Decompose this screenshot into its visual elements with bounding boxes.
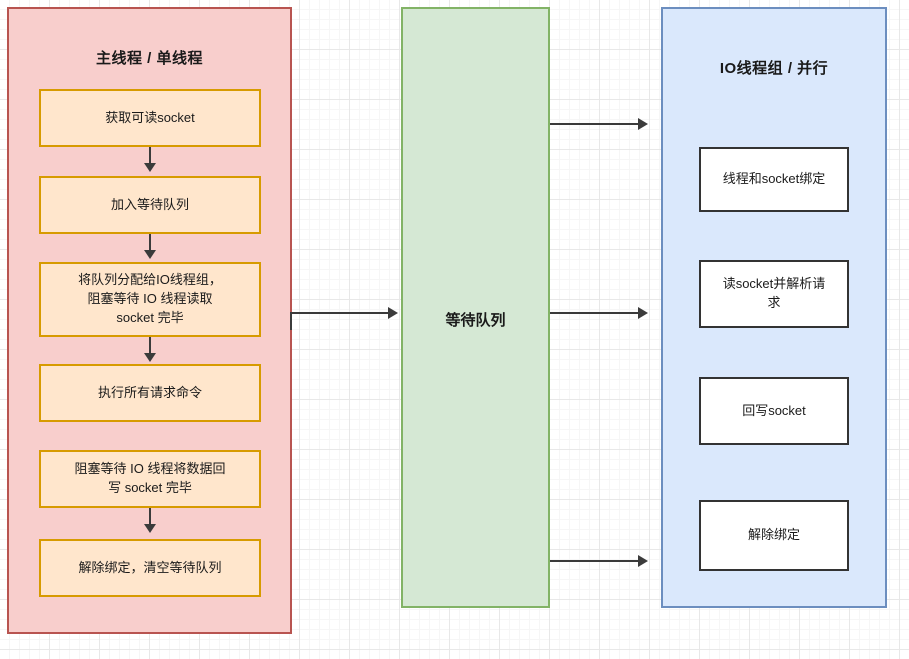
swimlane-main-thread-title: 主线程 / 单线程 xyxy=(95,50,203,67)
connector-line-queue-to-io-bottom xyxy=(550,560,640,562)
arrow-head-main-to-queue xyxy=(388,307,398,319)
connector-line-main-3-4 xyxy=(149,337,151,357)
node-main-step-1[interactable]: 获取可读socket xyxy=(39,89,261,147)
arrow-head-queue-to-io-top xyxy=(638,118,648,130)
node-io-step-2[interactable]: 读socket并解析请 求 xyxy=(699,260,849,328)
node-label: 解除绑定 xyxy=(747,527,800,543)
swimlane-waiting-queue-title: 等待队列 xyxy=(445,312,506,329)
arrow-head-main-1-2 xyxy=(144,163,156,172)
node-label: 读socket并解析请 求 xyxy=(722,276,826,310)
swimlane-io-thread-group-title: IO线程组 / 并行 xyxy=(719,60,829,77)
arrow-head-main-2-3 xyxy=(144,250,156,259)
node-label: 线程和socket绑定 xyxy=(722,171,826,187)
node-label: 回写socket xyxy=(742,402,806,418)
node-label: 获取可读socket xyxy=(105,109,195,125)
connector-stub-main-to-queue xyxy=(290,312,292,330)
node-label: 阻塞等待 IO 线程将数据回 写 socket 完毕 xyxy=(74,461,226,495)
node-io-step-4[interactable]: 解除绑定 xyxy=(699,500,849,571)
node-label: 解除绑定，清空等待队列 xyxy=(78,559,222,575)
connector-line-main-to-queue xyxy=(290,312,390,314)
connector-line-main-5-6 xyxy=(149,508,151,528)
node-label: 执行所有请求命令 xyxy=(97,384,202,400)
node-main-step-2[interactable]: 加入等待队列 xyxy=(39,176,261,234)
node-io-step-1[interactable]: 线程和socket绑定 xyxy=(699,147,849,212)
node-io-step-3[interactable]: 回写socket xyxy=(699,377,849,445)
arrow-head-queue-to-io-middle xyxy=(638,307,648,319)
node-main-step-5[interactable]: 阻塞等待 IO 线程将数据回 写 socket 完毕 xyxy=(39,450,261,508)
node-label: 加入等待队列 xyxy=(110,196,189,212)
node-label: 将队列分配给IO线程组， 阻塞等待 IO 线程读取 socket 完毕 xyxy=(78,272,222,325)
connector-line-main-2-3 xyxy=(149,234,151,254)
connector-line-queue-to-io-middle xyxy=(550,312,640,314)
arrow-head-main-3-4 xyxy=(144,353,156,362)
connector-line-main-1-2 xyxy=(149,147,151,167)
node-main-step-3[interactable]: 将队列分配给IO线程组， 阻塞等待 IO 线程读取 socket 完毕 xyxy=(39,262,261,337)
node-main-step-4[interactable]: 执行所有请求命令 xyxy=(39,364,261,422)
arrow-head-queue-to-io-bottom xyxy=(638,555,648,567)
arrow-head-main-5-6 xyxy=(144,524,156,533)
swimlane-waiting-queue: 等待队列 xyxy=(401,7,550,608)
connector-line-queue-to-io-top xyxy=(550,123,640,125)
node-main-step-6[interactable]: 解除绑定，清空等待队列 xyxy=(39,539,261,597)
